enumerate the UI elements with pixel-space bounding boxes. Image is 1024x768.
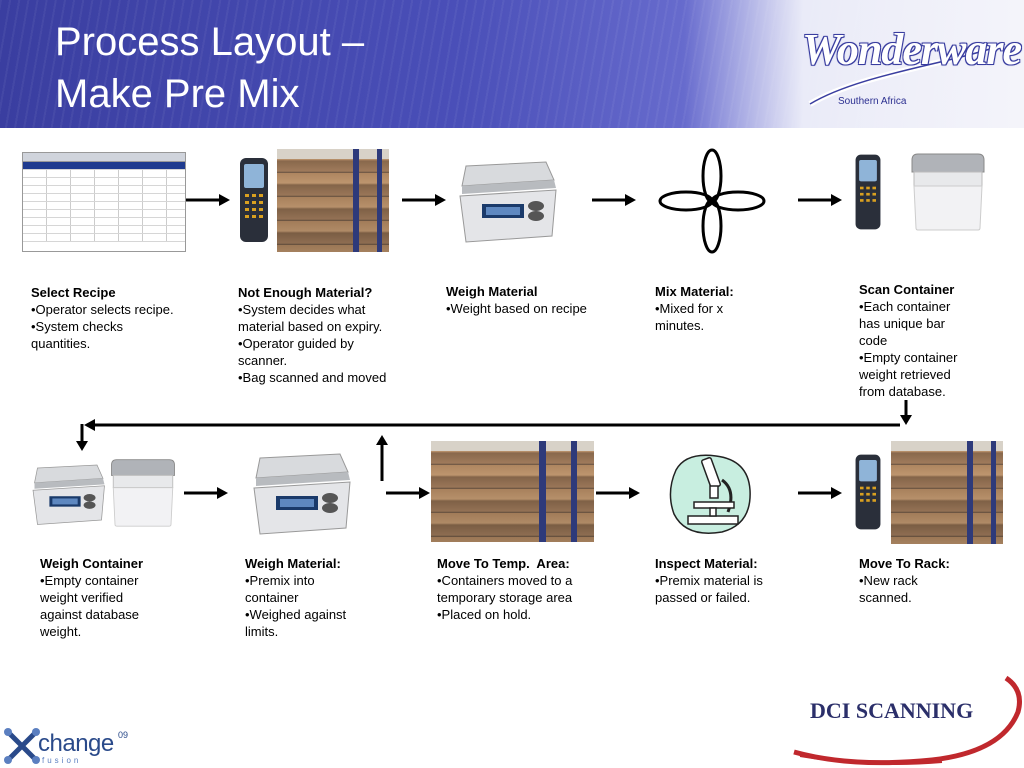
dci-swoosh xyxy=(793,675,1022,766)
xchange-fusion-logo: change 09 fusion xyxy=(2,724,152,768)
return-arrow xyxy=(84,419,900,431)
microscope-icon xyxy=(669,454,751,534)
flow-arrow xyxy=(798,487,842,499)
step-line: scanned. xyxy=(859,590,912,605)
dci-logo-text: DCI SCANNING xyxy=(810,698,974,723)
barcode-scanner-icon xyxy=(855,154,881,230)
step-heading: Select Recipe xyxy=(31,285,116,300)
flow-arrow xyxy=(402,194,446,206)
flow-arrow xyxy=(184,487,228,499)
step-mix-material: Mix Material: •Mixed for x minutes. xyxy=(655,283,805,334)
flow-arrow xyxy=(386,487,430,499)
step-line: weight verified xyxy=(40,590,124,605)
step-inspect-material: Inspect Material: •Premix material is pa… xyxy=(655,555,835,606)
step-line: material based on expiry. xyxy=(238,319,383,334)
step-line: quantities. xyxy=(31,336,91,351)
step-line: against database xyxy=(40,607,140,622)
step-move-to-temp-area: Move To Temp. Area: •Containers moved to… xyxy=(437,555,637,623)
step-weigh-material-premix: Weigh Material: •Premix into container •… xyxy=(245,555,415,640)
header-banner xyxy=(0,0,1024,128)
xchange-logo-sub: fusion xyxy=(42,756,82,765)
step-heading: Weigh Material xyxy=(446,284,538,299)
page-title: Process Layout – Make Pre Mix xyxy=(55,16,364,120)
flow-arrow xyxy=(592,194,636,206)
flow-arrow xyxy=(596,487,640,499)
step-weigh-container: Weigh Container •Empty container weight … xyxy=(40,555,210,640)
dci-scanning-logo: DCI SCANNING xyxy=(792,672,1024,768)
flow-arrow xyxy=(186,194,230,206)
banner-fade xyxy=(684,0,1024,128)
step-line: scanner. xyxy=(238,353,288,368)
warehouse-photo xyxy=(891,441,1003,544)
step-line: code xyxy=(859,333,888,348)
down-arrow xyxy=(900,400,912,425)
mixer-icon xyxy=(658,148,766,254)
step-heading: Not Enough Material? xyxy=(238,285,373,300)
step-line: •Bag scanned and moved xyxy=(238,370,387,385)
step-line: •Placed on hold. xyxy=(437,607,532,622)
step-select-recipe: Select Recipe •Operator selects recipe. … xyxy=(31,284,211,352)
step-line: •Weight based on recipe xyxy=(446,301,587,316)
step-line: •Operator selects recipe. xyxy=(31,302,174,317)
title-line-1: Process Layout – xyxy=(55,20,365,64)
step-line: minutes. xyxy=(655,318,705,333)
step-line: •Empty container xyxy=(40,573,139,588)
step-line: weight. xyxy=(40,624,82,639)
step-heading: Weigh Container xyxy=(40,556,144,571)
step-line: •Mixed for x xyxy=(655,301,724,316)
wonderware-swoosh xyxy=(808,41,1007,107)
wonderware-logo-text: Wonderware xyxy=(802,25,1022,74)
step-line: •Containers moved to a xyxy=(437,573,573,588)
barcode-scanner-icon xyxy=(240,158,268,242)
recipe-table-image xyxy=(22,152,186,252)
warehouse-photo xyxy=(431,441,594,542)
xchange-logo-text: change xyxy=(38,730,114,757)
step-line: •System checks xyxy=(31,319,123,334)
step-heading: Weigh Material: xyxy=(245,556,341,571)
xchange-logo-sup: 09 xyxy=(118,730,129,740)
step-line: weight retrieved xyxy=(859,367,951,382)
step-heading: Inspect Material: xyxy=(655,556,758,571)
step-heading: Move To Rack: xyxy=(859,556,950,571)
step-not-enough-material: Not Enough Material? •System decides wha… xyxy=(238,284,418,386)
step-line: limits. xyxy=(245,624,279,639)
wonderware-logo-subtext: Southern Africa xyxy=(838,96,907,107)
step-line: •New rack xyxy=(859,573,918,588)
warehouse-photo xyxy=(277,149,389,252)
step-line: has unique bar xyxy=(859,316,946,331)
barcode-scanner-icon xyxy=(855,454,881,530)
step-heading: Scan Container xyxy=(859,282,955,297)
step-heading: Move To Temp. Area: xyxy=(437,556,570,571)
step-line: container xyxy=(245,590,299,605)
step-scan-container: Scan Container •Each container has uniqu… xyxy=(859,281,1009,400)
step-line: •System decides what xyxy=(238,302,366,317)
wonderware-logo: Wonderware Southern Africa xyxy=(800,14,1022,114)
weighing-scale-icon xyxy=(32,464,105,525)
title-line-2: Make Pre Mix xyxy=(55,72,300,116)
weighing-scale-icon xyxy=(459,161,557,243)
container-icon xyxy=(911,153,985,231)
flow-arrow xyxy=(798,194,842,206)
up-arrow xyxy=(376,435,388,481)
step-line: temporary storage area xyxy=(437,590,573,605)
step-line: •Operator guided by xyxy=(238,336,354,351)
step-line: •Empty container xyxy=(859,350,958,365)
weighing-scale-icon xyxy=(253,453,351,535)
xchange-x-icon xyxy=(4,728,40,764)
down-arrow xyxy=(76,424,88,451)
step-line: passed or failed. xyxy=(655,590,751,605)
step-weigh-material: Weigh Material •Weight based on recipe xyxy=(446,283,616,317)
step-line: •Each container xyxy=(859,299,951,314)
step-line: •Premix into xyxy=(245,573,315,588)
step-line: from database. xyxy=(859,384,946,399)
step-line: •Premix material is xyxy=(655,573,763,588)
step-heading: Mix Material: xyxy=(655,284,734,299)
step-move-to-rack: Move To Rack: •New rack scanned. xyxy=(859,555,1009,606)
step-line: •Weighed against xyxy=(245,607,347,622)
container-icon xyxy=(111,459,175,527)
